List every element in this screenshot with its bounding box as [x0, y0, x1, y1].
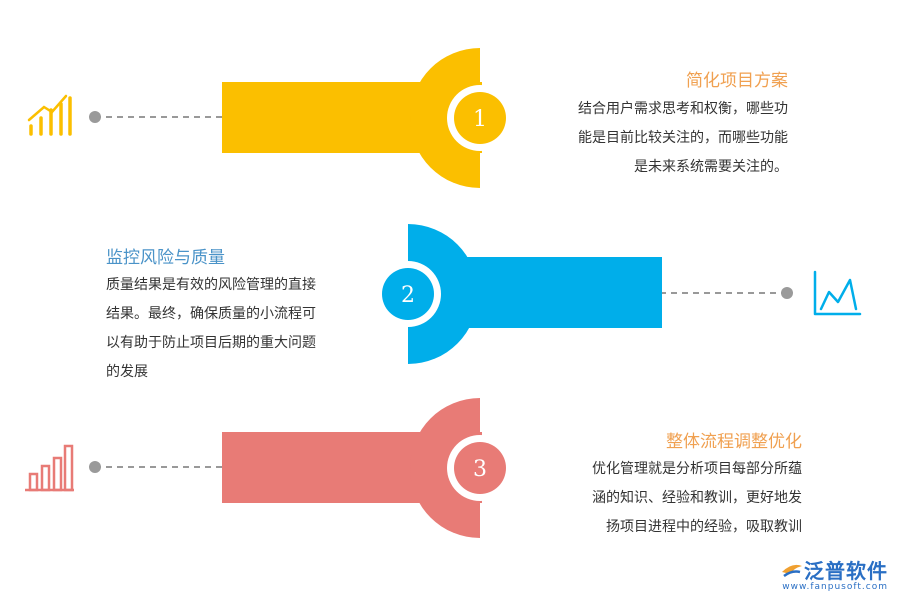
- step-1-connector-dot: [89, 111, 101, 123]
- step-3-line: 优化管理就是分析项目每部分所蕴: [592, 461, 802, 477]
- step-3-description: 优化管理就是分析项目每部分所蕴 涵的知识、经验和教训，更好地发 扬项目进程中的经…: [592, 455, 802, 542]
- area-chart-icon: [813, 270, 862, 316]
- brand-logo: 泛普软件 www.fanpusoft.com: [780, 555, 888, 592]
- step-1-description: 结合用户需求思考和权衡，哪些功 能是目前比较关注的，而哪些功能 是未来系统需要关…: [578, 95, 788, 182]
- step-2-line: 结果。最终，确保质量的小流程可: [106, 306, 316, 322]
- bar-chart-rising-icon: [27, 94, 72, 136]
- step-1-line: 是未来系统需要关注的。: [634, 159, 788, 175]
- step-1-line: 结合用户需求思考和权衡，哪些功: [578, 101, 788, 117]
- step-3-number: 3: [473, 457, 487, 482]
- step-2-title: 监控风险与质量: [106, 248, 225, 268]
- step-1-badge: [454, 92, 506, 144]
- logo-url: www.fanpusoft.com: [782, 582, 888, 592]
- step-2-line: 的发展: [106, 364, 148, 380]
- step-3-half-circle: [410, 398, 480, 538]
- step-3-badge: [454, 442, 506, 494]
- bar-chart-icon: [25, 444, 74, 492]
- step-2-connector-dot: [781, 287, 793, 299]
- step-1-line: 能是目前比较关注的，而哪些功能: [578, 130, 788, 146]
- step-3-title: 整体流程调整优化: [666, 432, 802, 452]
- step-3-connector-dot: [89, 461, 101, 473]
- step-1-shape: 1: [27, 48, 513, 188]
- step-3-line: 涵的知识、经验和教训，更好地发: [592, 490, 802, 506]
- step-1-number: 1: [473, 107, 487, 132]
- step-2-description: 质量结果是有效的风险管理的直接 结果。最终，确保质量的小流程可 以有助于防止项目…: [106, 271, 316, 387]
- step-3-shape: 3: [25, 398, 513, 538]
- step-1-title: 简化项目方案: [686, 71, 788, 91]
- step-3-line: 扬项目进程中的经验，吸取教训: [606, 519, 802, 535]
- step-2-line: 以有助于防止项目后期的重大问题: [106, 335, 316, 351]
- step-2-line: 质量结果是有效的风险管理的直接: [106, 277, 316, 293]
- step-2-shape: 2: [375, 224, 862, 364]
- step-1-half-circle: [410, 48, 480, 188]
- logo-mark-icon: [782, 564, 802, 577]
- step-2-half-circle: [408, 224, 478, 364]
- step-2-number: 2: [401, 283, 415, 308]
- logo-name: 泛普软件: [804, 559, 888, 583]
- step-2-badge: [382, 268, 434, 320]
